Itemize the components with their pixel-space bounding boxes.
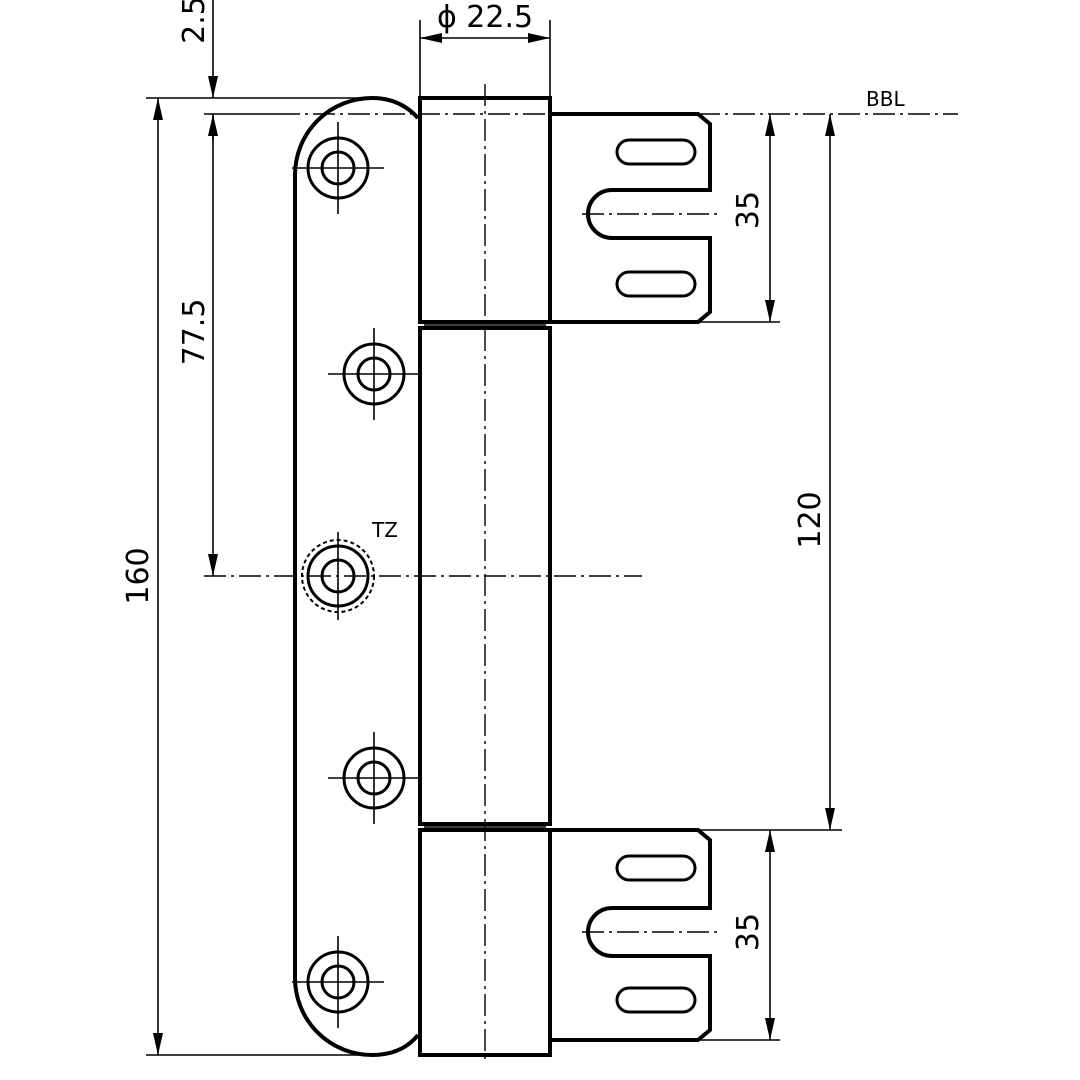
svg-text:77.5: 77.5: [177, 299, 212, 366]
svg-text:35: 35: [731, 191, 766, 229]
svg-text:160: 160: [121, 547, 156, 604]
slot: [615, 270, 697, 298]
barrel: [418, 84, 552, 1062]
screw-hole: [328, 328, 420, 420]
screw-hole: [292, 936, 384, 1028]
svg-text:120: 120: [793, 491, 828, 548]
tz-label: TZ: [371, 518, 398, 542]
bottom-tab: [550, 828, 720, 1042]
dim-pin-diameter: ϕ 22.5: [419, 0, 551, 98]
top-tab: [550, 112, 720, 324]
slot: [615, 854, 697, 882]
dim-tab-height-bottom: 35: [698, 830, 780, 1041]
dim-tab-spacing: 120: [698, 114, 842, 831]
dim-overall-height: 160: [121, 98, 163, 1055]
screw-hole: [292, 122, 384, 214]
dim-tab-height-top: 35: [698, 114, 780, 323]
slot: [615, 986, 697, 1014]
bbl-label: BBL: [866, 87, 905, 111]
svg-text:ϕ 22.5: ϕ 22.5: [437, 0, 533, 35]
slot: [615, 138, 697, 166]
dim-offset-top: 2.5: [177, 0, 218, 140]
dim-hole-spacing: 77.5: [177, 114, 218, 576]
screw-hole: [328, 732, 420, 824]
svg-text:2.5: 2.5: [177, 0, 212, 44]
svg-text:35: 35: [731, 913, 766, 951]
